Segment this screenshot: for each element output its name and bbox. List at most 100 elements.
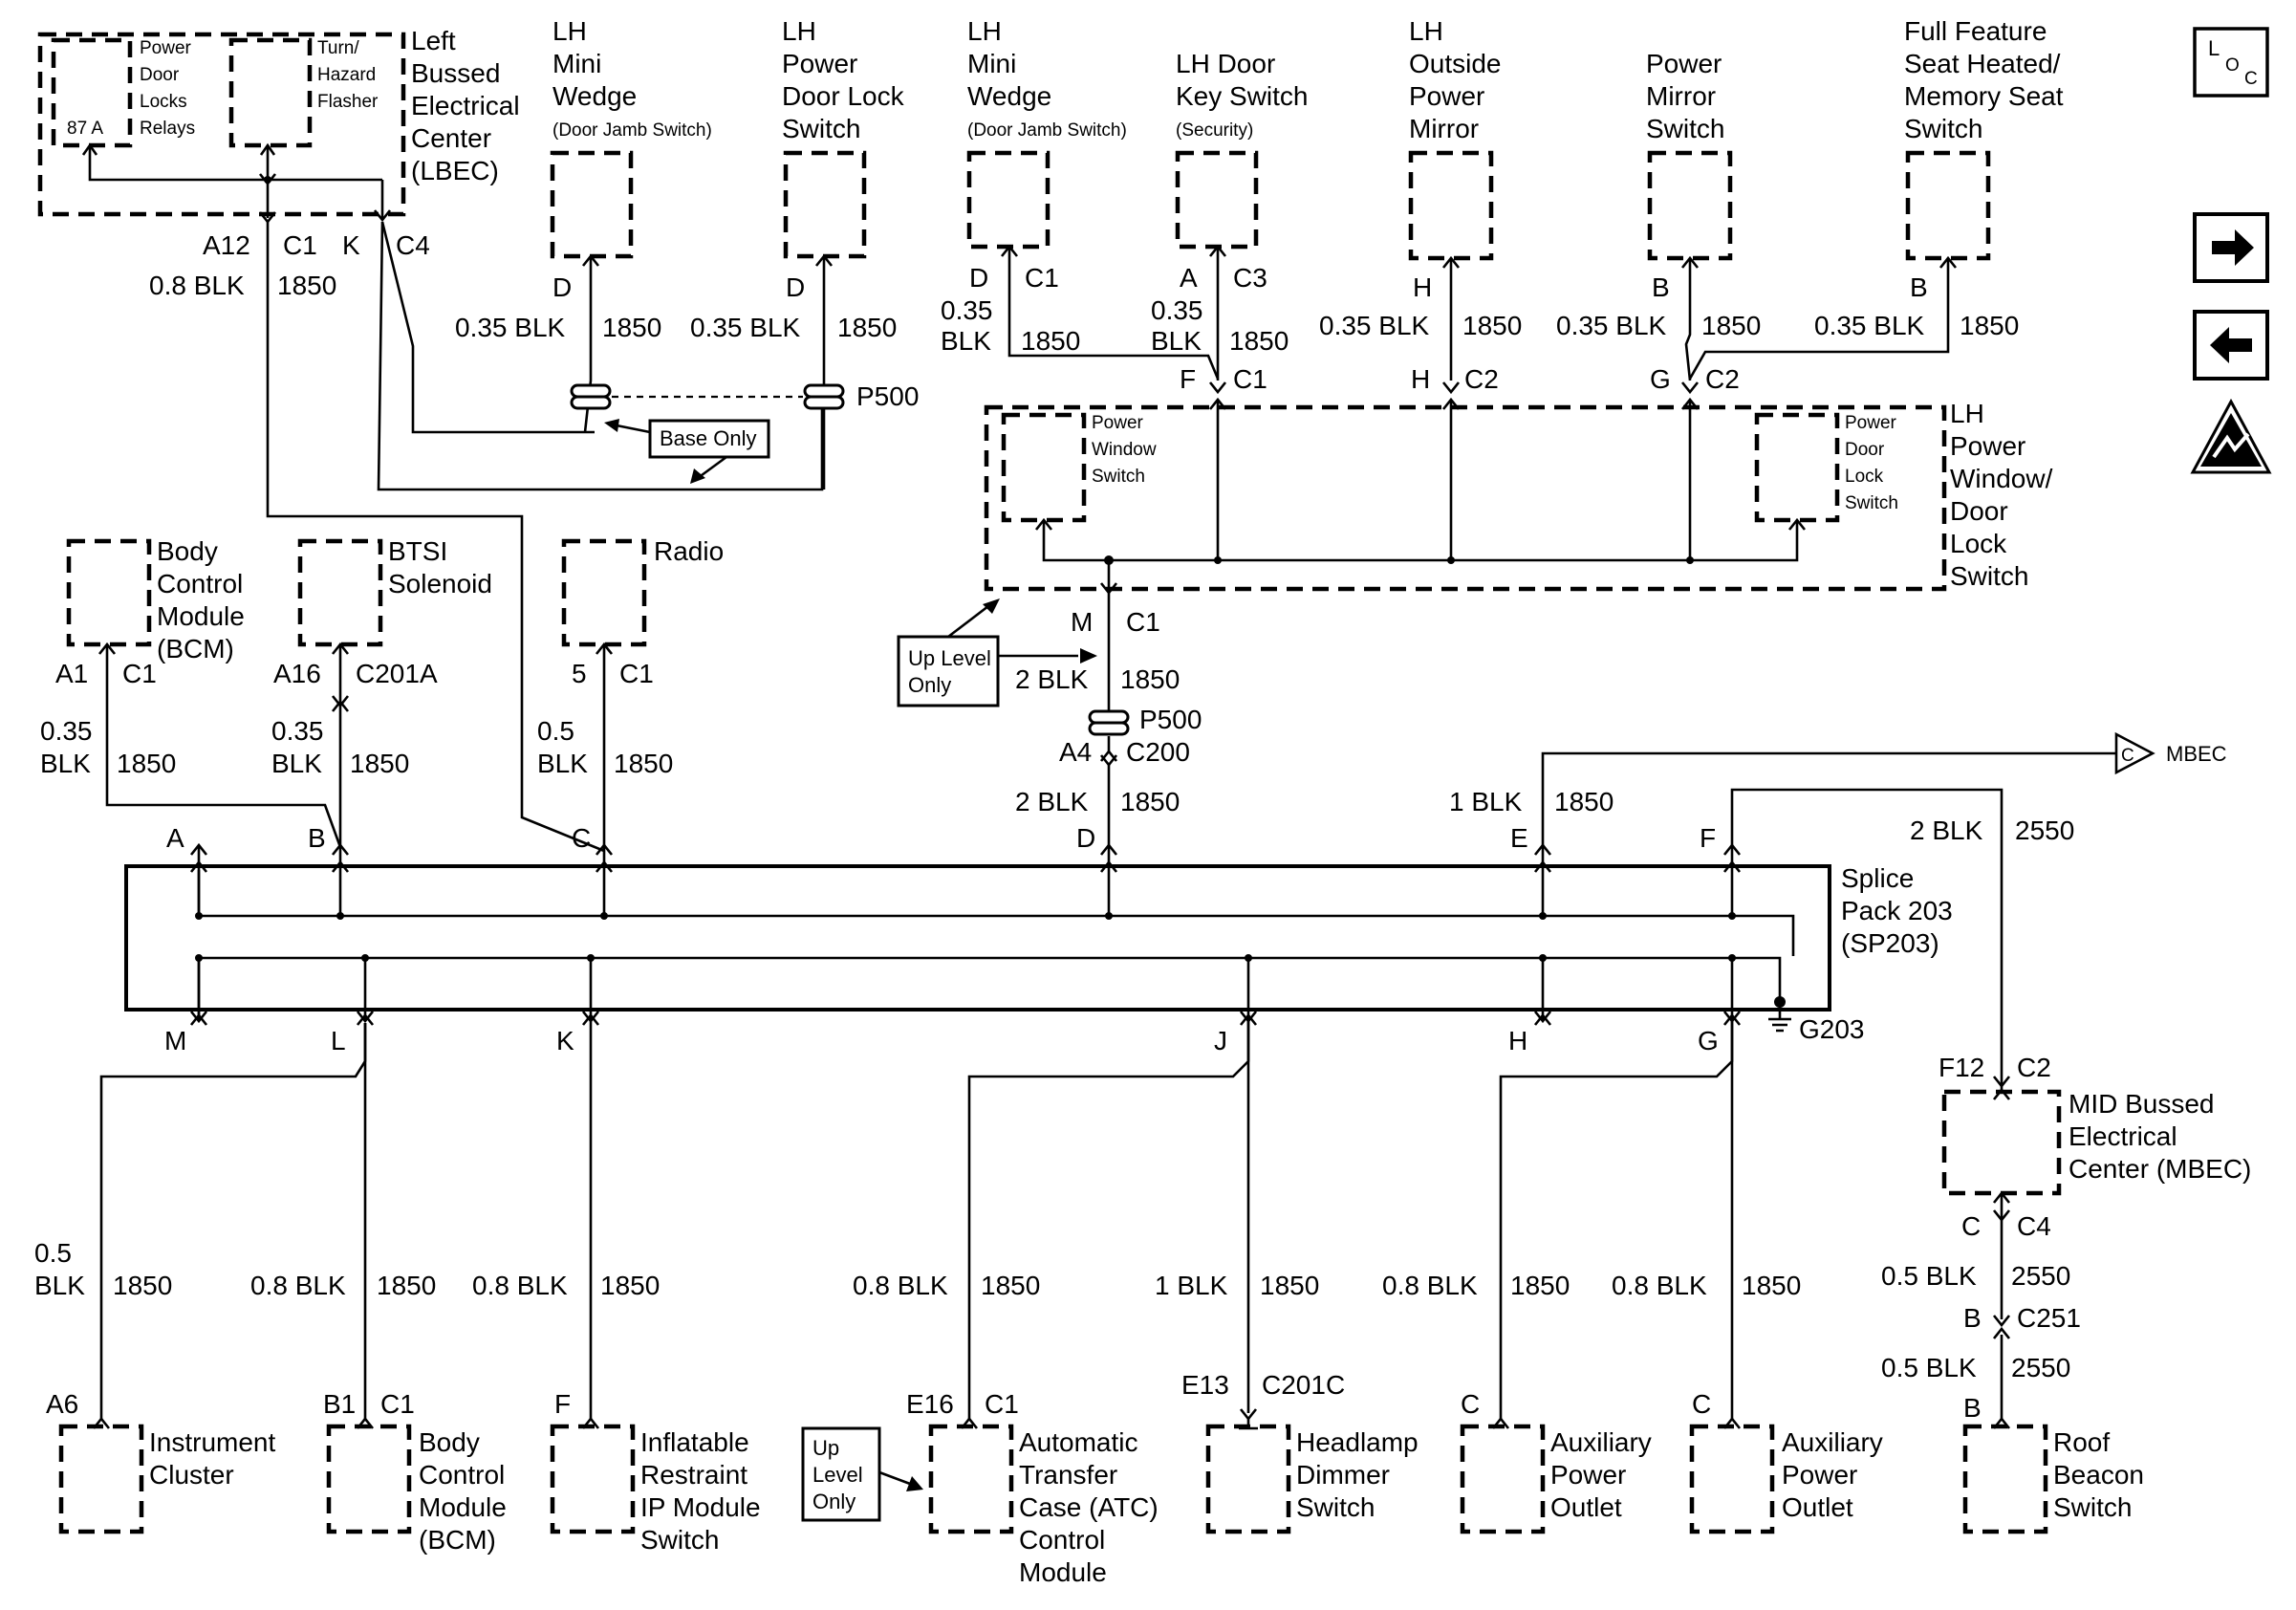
- splice-pin-label: C: [572, 823, 591, 853]
- splice-bottom-pin-k: K: [556, 954, 600, 1055]
- flasher-label: Hazard: [317, 65, 376, 85]
- pdl-lock-label: Switch: [1845, 493, 1898, 513]
- aux2-label: Power: [1782, 1460, 1857, 1490]
- pwdl-name: Door: [1950, 496, 2008, 526]
- splice-pin-label: G: [1698, 1026, 1719, 1055]
- p500-label: P500: [856, 381, 919, 411]
- wire-gauge: 1 BLK: [1155, 1271, 1228, 1300]
- headlamp-dimmer-component: [1205, 1021, 1291, 1534]
- wire-k: [380, 221, 595, 434]
- up-level-callout-2: [801, 1426, 923, 1522]
- airbag-label: Restraint: [640, 1460, 747, 1490]
- radio-component: [561, 538, 647, 847]
- roof-label: Roof: [2053, 1427, 2110, 1457]
- connector-label: C4: [396, 230, 430, 260]
- pin-label: A: [1180, 263, 1198, 293]
- wedge1-label: LH: [552, 16, 587, 46]
- mirror-switch-component: [1647, 150, 1733, 381]
- seat-label: Switch: [1904, 114, 1982, 143]
- connector-label: C200: [1126, 737, 1190, 767]
- wire-gauge: 0.5 BLK: [1881, 1261, 1977, 1291]
- wedge1-sub: (Door Jamb Switch): [552, 120, 712, 141]
- wire-gauge: 0.35 BLK: [690, 313, 801, 342]
- lbec-relays-label: Power: [140, 38, 192, 58]
- cluster-label: Cluster: [149, 1460, 234, 1490]
- connector-label: C251: [2017, 1303, 2081, 1333]
- arrow-left-icon[interactable]: [2193, 310, 2269, 381]
- wire-gauge: 0.8 BLK: [472, 1271, 568, 1300]
- splice-pin-label: L: [331, 1026, 346, 1055]
- lbec-87a-label: 87 A: [67, 119, 103, 139]
- seat-label: Seat Heated/: [1904, 49, 2061, 78]
- wire-gauge: 1 BLK: [1449, 787, 1523, 816]
- wire-circuit: 2550: [2015, 816, 2074, 845]
- wire-gauge: BLK: [1151, 326, 1202, 356]
- bcm-top-label: Control: [157, 569, 243, 598]
- pin-label: E13: [1181, 1370, 1229, 1400]
- roof-label: Switch: [2053, 1492, 2132, 1522]
- splice-bottom-pin-m: M: [164, 954, 208, 1055]
- seat-switch-component: [1688, 150, 1991, 380]
- flasher-label: Turn/: [317, 38, 359, 58]
- splice-pin-label: E: [1510, 823, 1528, 853]
- up-level-callout-1: [897, 598, 1097, 707]
- bcm-bottom-label: Control: [419, 1460, 505, 1490]
- airbag-switch-component: [550, 1021, 636, 1534]
- connector-label: C4: [2017, 1211, 2051, 1241]
- bcm-bottom-label: (BCM): [419, 1525, 496, 1555]
- wire-gauge: BLK: [537, 749, 588, 778]
- pwdl-name: Window/: [1950, 464, 2053, 493]
- wire-k2: [377, 221, 824, 491]
- wire-circuit: 1850: [113, 1271, 172, 1300]
- connector-label: C1: [1233, 364, 1267, 394]
- pdl-label: Switch: [782, 114, 860, 143]
- pin-label: F12: [1939, 1053, 1984, 1082]
- seat-label: Full Feature: [1904, 16, 2047, 46]
- mirror-label: LH: [1409, 16, 1443, 46]
- splice-top-pin-d: D: [1076, 823, 1118, 920]
- wedge2-label: LH: [967, 16, 1002, 46]
- pwdl-block: [984, 381, 1947, 592]
- wire-gauge: 2 BLK: [1910, 816, 1983, 845]
- connector-label: C1: [985, 1389, 1019, 1419]
- wire-circuit: 1850: [1701, 311, 1761, 340]
- connector-label: C1: [1025, 263, 1059, 293]
- pin-label: H: [1411, 364, 1430, 394]
- wire-circuit: 1850: [1229, 326, 1289, 356]
- mirror-label: Mirror: [1409, 114, 1479, 143]
- splice-top-pin-e: E: [1510, 823, 1552, 920]
- wire-circuit: 1850: [1554, 787, 1614, 816]
- aux1-label: Auxiliary: [1550, 1427, 1652, 1457]
- loc-icon[interactable]: L O C: [2193, 27, 2269, 98]
- wire-circuit: 1850: [1462, 311, 1522, 340]
- pw-switch-label: Power: [1092, 413, 1144, 433]
- wire-gauge: 0.35: [1151, 295, 1203, 325]
- key-switch-label: Key Switch: [1176, 81, 1309, 111]
- bcm-top-label: Body: [157, 536, 218, 566]
- splice-name: Pack 203: [1841, 896, 1953, 925]
- arrow-right-icon[interactable]: [2193, 212, 2269, 283]
- bcm-bottom-label: Body: [419, 1427, 480, 1457]
- wire-circuit: 1850: [377, 1271, 436, 1300]
- wire-gauge: 0.8 BLK: [1612, 1271, 1707, 1300]
- connector-label: C2: [2017, 1053, 2051, 1082]
- wire-gauge: 0.8 BLK: [853, 1271, 948, 1300]
- wire-circuit: 1850: [614, 749, 673, 778]
- pwdl-name: LH: [1950, 399, 1984, 428]
- mirror-switch-label: Power: [1646, 49, 1722, 78]
- connector-label: C1: [1126, 607, 1160, 637]
- pwdl-name: Lock: [1950, 529, 2007, 558]
- btsi-label: Solenoid: [388, 569, 492, 598]
- wire-gauge: 2 BLK: [1015, 787, 1089, 816]
- cluster-label: Instrument: [149, 1427, 275, 1457]
- splice-bottom-pin-h: H: [1508, 954, 1552, 1055]
- pin-label: C: [1461, 1389, 1480, 1419]
- wire-gauge: 0.35 BLK: [455, 313, 566, 342]
- pin-label: B1: [323, 1389, 356, 1419]
- splice-top-pin-f: F: [1700, 823, 1742, 920]
- mirror-label: Outside: [1409, 49, 1502, 78]
- roof-label: Beacon: [2053, 1460, 2144, 1490]
- bcm-bottom-label: Module: [419, 1492, 507, 1522]
